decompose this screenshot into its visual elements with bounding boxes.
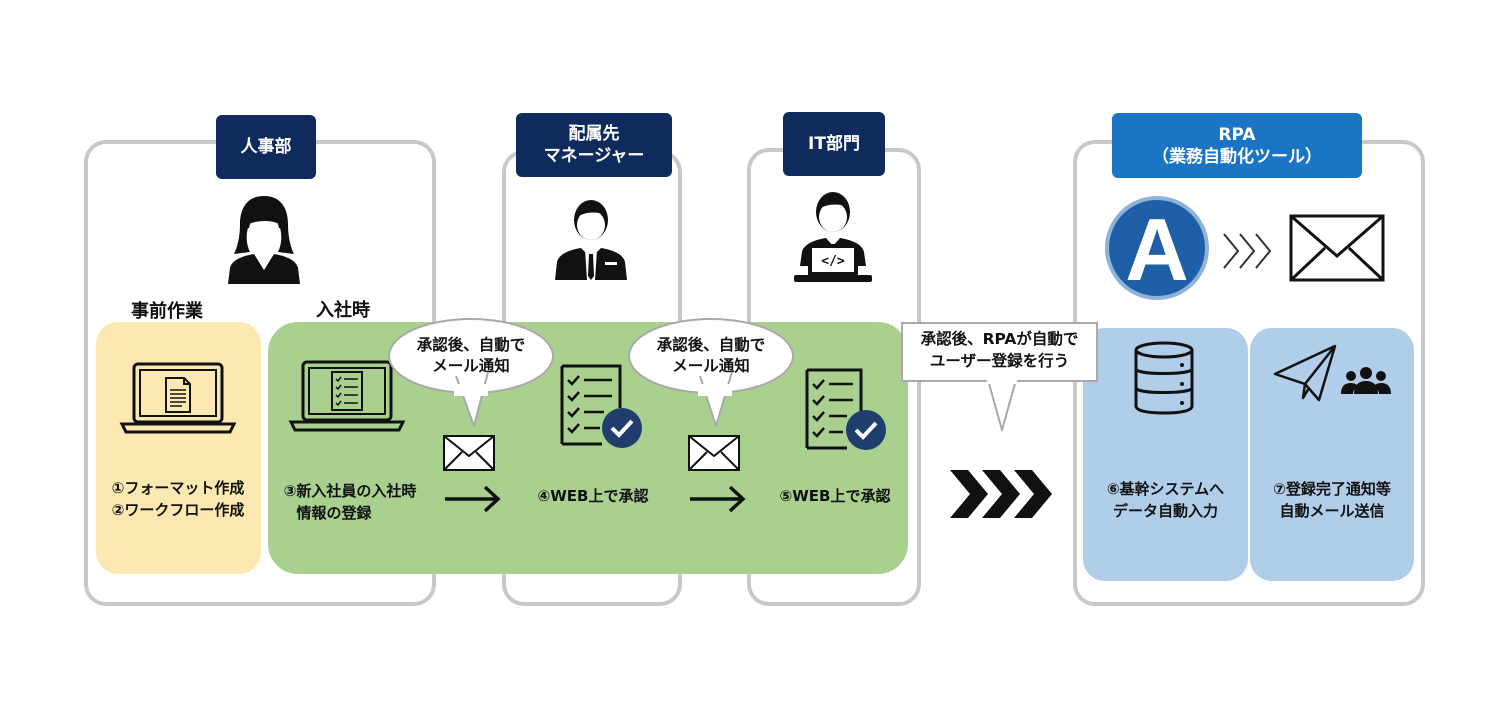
envelope-icon (443, 435, 495, 471)
rpa-logo-icon: A (1105, 196, 1209, 300)
dept-rpa-line2: （業務自動化ツール） (1152, 146, 1322, 167)
dept-manager-label: 配属先 マネージャー (516, 113, 672, 177)
dept-manager-line1: 配属先 (568, 124, 620, 144)
bubble-2-tail-fill (698, 384, 732, 396)
laptop-document-icon (119, 362, 237, 434)
chevrons-icon (1223, 233, 1272, 269)
bubble-1-tail-fill (454, 384, 488, 396)
bubble-1-line1: 承認後、自動で (416, 336, 526, 354)
pre-work-zone (96, 322, 261, 574)
dept-it-text: IT部門 (808, 134, 860, 154)
onboarding-zone (268, 322, 908, 574)
step-6-line2: データ自動入力 (1112, 502, 1218, 520)
checklist-approved-icon (560, 364, 642, 448)
step-4: ④WEB上で承認 (537, 487, 649, 505)
bubble-3-line1: 承認後、RPAが自動で (920, 330, 1079, 348)
group-icon (1341, 367, 1391, 394)
step-1: ①フォーマット作成 (111, 479, 245, 497)
arrow-right-icon (690, 485, 746, 513)
database-icon (1134, 341, 1194, 415)
bubble-3-tail (987, 379, 1017, 431)
envelope-icon (1289, 214, 1385, 282)
phase-pre-label: 事前作業 (131, 301, 203, 322)
step-7-line2: 自動メール送信 (1279, 502, 1385, 520)
dept-it-label: IT部門 (783, 112, 885, 176)
bubble-3-line2: ユーザー登録を行う (929, 352, 1070, 370)
dept-rpa-line1: RPA (1218, 124, 1256, 145)
envelope-icon (688, 435, 740, 471)
rpa-logo-letter: A (1125, 200, 1189, 299)
bubble-1-line2: メール通知 (432, 357, 510, 375)
bubble-3-tail-fill (987, 378, 1017, 384)
woman-icon (228, 196, 300, 284)
rpa-mail-zone (1250, 328, 1414, 581)
bubble-2-line2: メール通知 (672, 357, 750, 375)
programmer-icon: </> (794, 192, 872, 282)
step-3-line2: 情報の登録 (296, 504, 372, 522)
speech-bubble-1: 承認後、自動で メール通知 (388, 318, 554, 394)
dept-hr-text: 人事部 (240, 137, 292, 157)
dept-rpa-label: RPA （業務自動化ツール） (1112, 113, 1362, 178)
step-2: ②ワークフロー作成 (111, 501, 245, 519)
laptop-checklist-icon (288, 360, 406, 432)
big-chevrons-icon (950, 470, 1052, 518)
arrow-right-icon (445, 485, 501, 513)
step-5: ⑤WEB上で承認 (779, 487, 891, 505)
checklist-approved-icon (805, 368, 886, 450)
step-6-line1: ⑥基幹システムへ (1106, 480, 1225, 498)
step-3-line1: ③新入社員の入社時 (283, 482, 417, 500)
step-7-line1: ⑦登録完了通知等 (1273, 480, 1391, 498)
svg-text:</>: </> (821, 254, 845, 269)
speech-bubble-3: 承認後、RPAが自動で ユーザー登録を行う (901, 322, 1098, 382)
dept-hr-label: 人事部 (216, 115, 316, 179)
phase-join-label: 入社時 (316, 300, 370, 321)
dept-manager-line2: マネージャー (543, 146, 645, 166)
paper-plane-icon (1273, 344, 1337, 402)
rpa-input-zone (1083, 328, 1248, 581)
businessman-icon (555, 200, 627, 280)
bubble-2-line1: 承認後、自動で (656, 336, 766, 354)
